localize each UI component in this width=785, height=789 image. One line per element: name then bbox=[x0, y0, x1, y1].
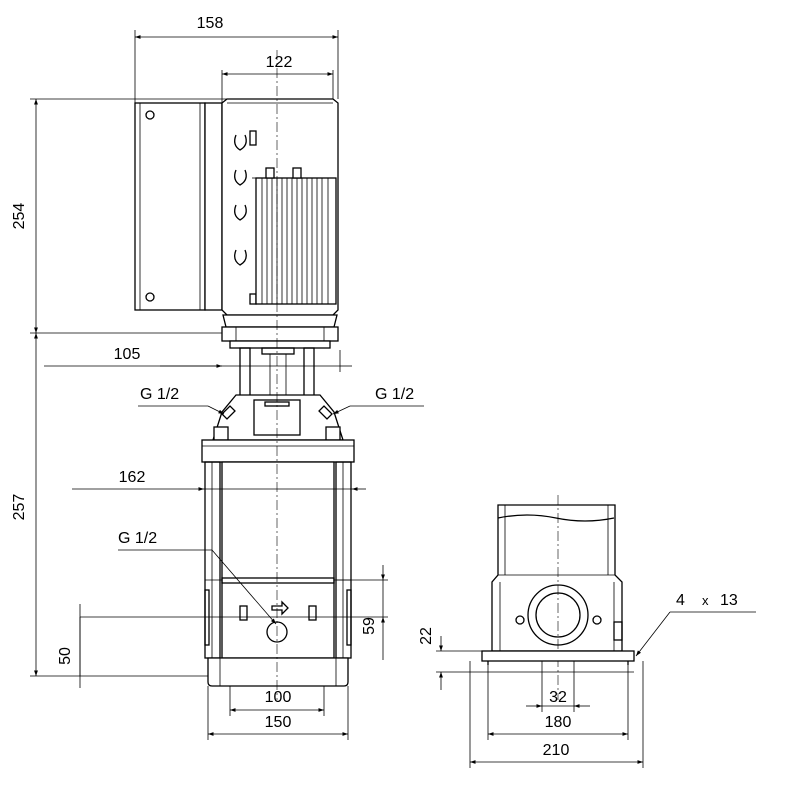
dim-257-label: 257 bbox=[11, 494, 28, 521]
port-left-label: G 1/2 bbox=[140, 386, 179, 403]
dim-158-label: 158 bbox=[197, 15, 224, 32]
dim-210-label: 210 bbox=[543, 742, 570, 759]
dim-100-label: 100 bbox=[265, 689, 292, 706]
pump-base-front bbox=[207, 600, 349, 687]
front-view bbox=[134, 50, 355, 700]
pump-sleeve bbox=[204, 461, 352, 659]
dim-122-label: 122 bbox=[266, 54, 293, 71]
dim-50-label: 50 bbox=[57, 647, 74, 665]
dim-254-label: 254 bbox=[11, 203, 28, 230]
pump-head bbox=[201, 394, 355, 463]
dim-32-label: 32 bbox=[549, 689, 567, 706]
hole-dia-label: 13 bbox=[720, 592, 738, 609]
motor-cooling-fins bbox=[252, 167, 337, 305]
dim-162-label: 162 bbox=[119, 469, 146, 486]
dim-180-label: 180 bbox=[545, 714, 572, 731]
side-base-plate bbox=[481, 650, 635, 662]
dim-105-label: 105 bbox=[114, 346, 141, 363]
hole-x-label: x bbox=[702, 593, 709, 608]
terminal-box bbox=[134, 102, 223, 311]
port-right-label: G 1/2 bbox=[375, 386, 414, 403]
hole-count-label: 4 bbox=[676, 592, 685, 609]
port-drain-label: G 1/2 bbox=[118, 530, 157, 547]
dimensions: 158 122 254 105 G 1/2 G 1/2 162 257 bbox=[11, 15, 756, 768]
side-view bbox=[481, 495, 635, 700]
dim-59-label: 59 bbox=[361, 617, 378, 635]
dim-150-label: 150 bbox=[265, 714, 292, 731]
dim-22-label: 22 bbox=[418, 627, 435, 645]
motor-flange bbox=[221, 314, 339, 349]
